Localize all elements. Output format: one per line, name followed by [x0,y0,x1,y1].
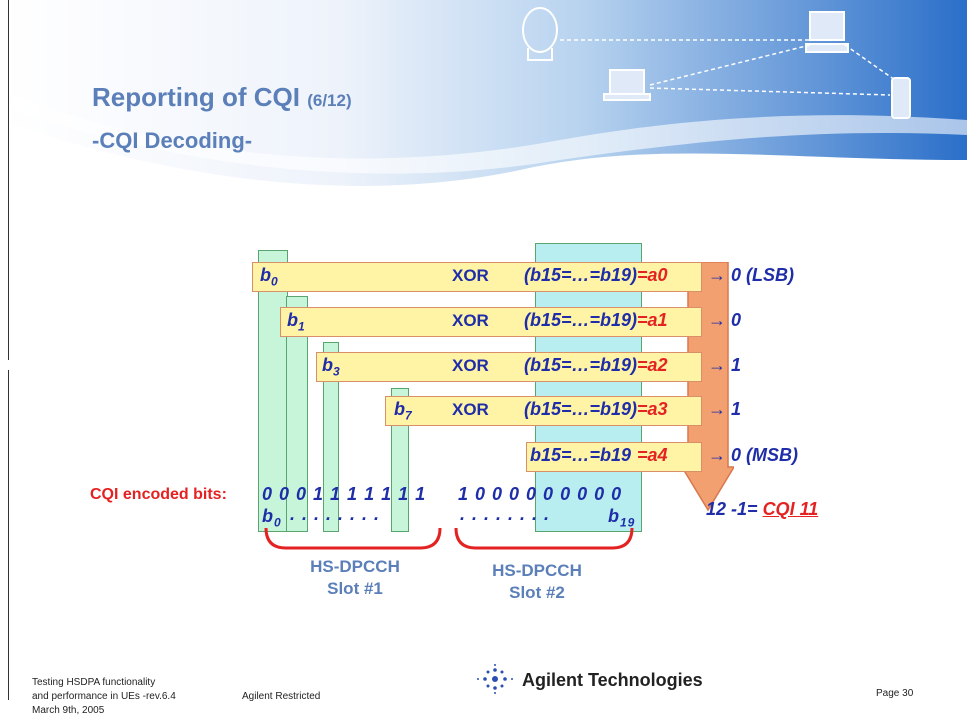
agilent-spark-logo-icon [477,664,513,694]
row-result: → 0 (MSB) [708,445,799,465]
bit-column-b3 [323,342,339,532]
a-index-label: =a2 [637,355,668,375]
page-subtitle: -CQI Decoding- [92,128,253,153]
bit-index-start: b0 [262,506,282,530]
headset-person-icon [522,7,558,61]
footer-restricted: Agilent Restricted [242,691,321,702]
xor-row-box-3 [385,396,702,426]
xor-row-box-0 [252,262,702,292]
row-bit-label: b0 [260,265,278,289]
row-bit-label: b3 [322,355,340,379]
xor-label: XOR [452,400,489,419]
down-arrow-icon [682,262,734,512]
equal-bits-label: b15=…=b19 [530,445,632,465]
row-result: → 0 (LSB) [708,265,795,285]
equal-bits-label: (b15=…=b19) [524,265,638,285]
encoded-bits-slot1: 0 0 0 1 1 1 1 1 1 1 [262,484,427,504]
a-index-label: =a3 [637,399,668,419]
left-edge-line [8,370,9,700]
xor-row-box-2 [316,352,702,382]
encoded-bits-slot2: 1 0 0 0 0 0 0 0 0 0 [458,484,623,504]
footer-doc-title: Testing HSDPA functionality [32,677,156,688]
bit-column-b1 [286,296,308,532]
xor-label: XOR [452,311,489,330]
equal-bits-label: (b15=…=b19) [524,399,638,419]
computer-icon [805,11,849,53]
laptop-icon [603,69,651,101]
encoded-bits-label: CQI encoded bits: [90,486,227,503]
slot-brackets [264,527,634,550]
xor-row-box-4 [526,442,702,472]
agilent-brand-name: Agilent Technologies [522,670,703,690]
equal-bits-label: (b15=…=b19) [524,310,638,330]
xor-row-box-1 [280,307,702,337]
row-result: → 1 [708,399,742,419]
header-banner [0,0,967,186]
left-edge-line [8,0,9,360]
row-bit-label: b7 [394,399,412,423]
row-result: → 1 [708,355,742,375]
xor-label: XOR [452,266,489,285]
bit-index-end: b19 [608,506,636,530]
footer-doc-rev: and performance in UEs -rev.6.4 [32,691,176,702]
row-bit-label: b1 [287,310,305,334]
page-title: Reporting of CQI (6/12) [92,82,352,112]
footer-page-number: Page 30 [876,688,914,699]
mobile-phone-icon [891,77,911,119]
row-result: → 0 [708,310,742,330]
footer-date: March 9th, 2005 [32,705,105,716]
a-index-label: =a4 [637,445,668,465]
xor-label: XOR [452,356,489,375]
a-index-label: =a1 [637,310,668,330]
cqi-result: 12 -1= CQI 11 [706,499,819,519]
equal-bits-label: (b15=…=b19) [524,355,638,375]
bit-index-dots: . . . . . . . . [460,504,551,524]
a-index-label: =a0 [637,265,668,285]
bit-index-dots: . . . . . . . . [290,504,381,524]
network-illustration [522,7,911,119]
